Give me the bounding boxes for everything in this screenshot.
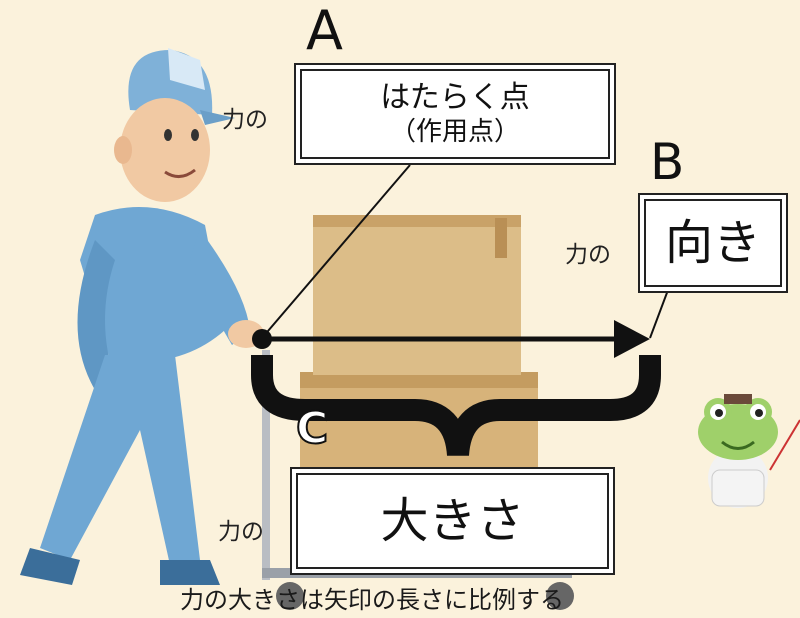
point-of-action-label: はたらく点 bbox=[380, 80, 530, 115]
magnitude-box: 大きさ bbox=[290, 467, 615, 575]
force-arrow bbox=[252, 320, 650, 358]
direction-prefix: 力の bbox=[565, 242, 611, 268]
direction-leader-line bbox=[649, 289, 669, 339]
magnitude-label: 大きさ bbox=[380, 493, 525, 549]
caption: 力の大きさは矢印の長さに比例する bbox=[180, 586, 564, 614]
label-c: C bbox=[295, 403, 329, 454]
label-b: B bbox=[650, 133, 685, 191]
point-leader-line bbox=[261, 164, 411, 339]
magnitude-brace bbox=[251, 355, 661, 457]
point-of-action-box: はたらく点 （作用点） bbox=[294, 63, 616, 165]
magnitude-prefix: 力の bbox=[218, 519, 264, 545]
direction-box: 向き bbox=[638, 193, 788, 293]
frog-mascot-icon bbox=[698, 394, 800, 508]
label-a: A bbox=[306, 0, 343, 62]
point-of-action-sub-label: （作用点） bbox=[389, 117, 520, 147]
point-prefix: 力の bbox=[222, 107, 268, 133]
worker-illustration bbox=[20, 48, 264, 585]
direction-label: 向き bbox=[664, 215, 761, 271]
